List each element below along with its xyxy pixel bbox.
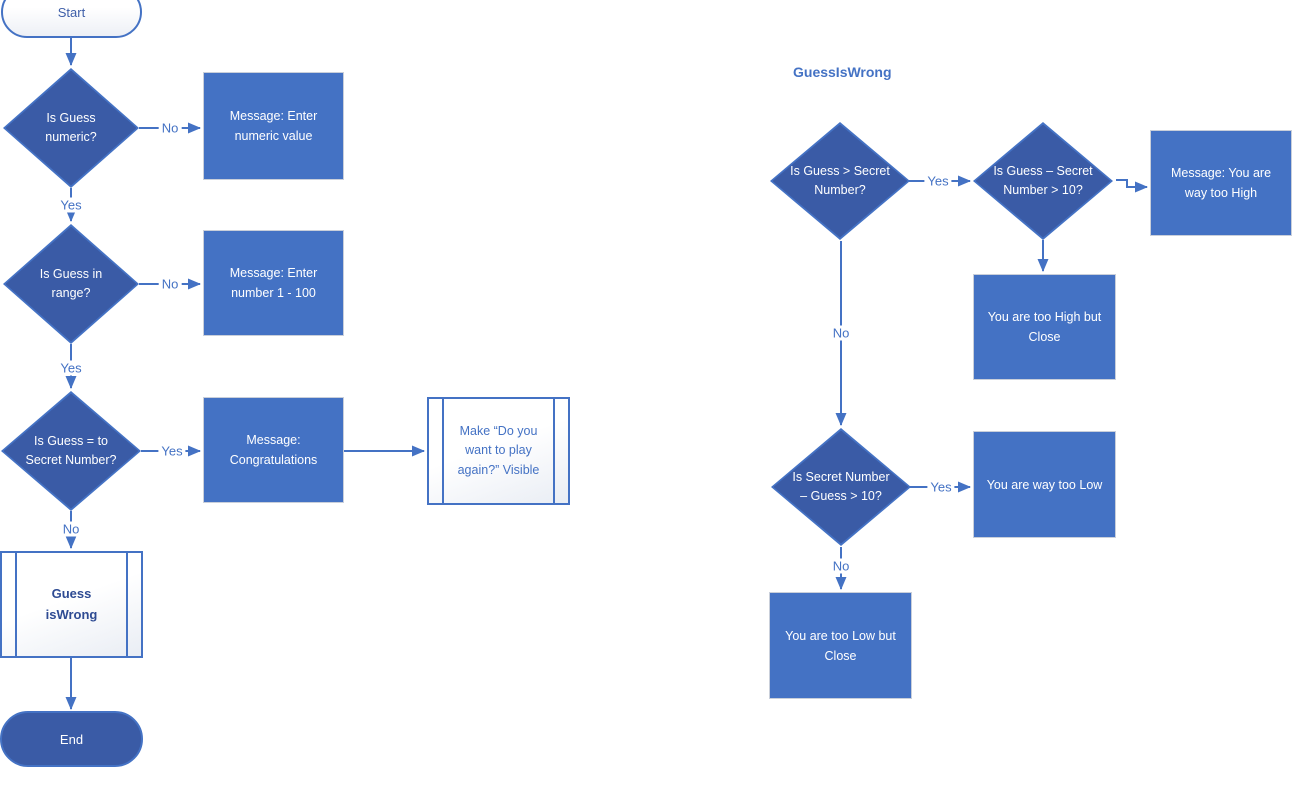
decision-is-guess-equal-secret: Is Guess = to Secret Number?: [1, 391, 141, 511]
process-msg-congratulations-label: Message: Congratulations: [229, 433, 318, 467]
terminator-start: Start: [1, 0, 142, 38]
edge-label-yes: Yes: [927, 479, 955, 495]
predefined-make-play-again-visible: Make “Do you want to play again?” Visibl…: [427, 397, 570, 505]
edge-label-no: No: [158, 276, 182, 292]
process-msg-way-too-high: Message: You are way too High: [1150, 130, 1292, 236]
predefined-call-guess-is-wrong-label: Guess isWrong: [45, 586, 98, 622]
decision-is-guess-in-range-label: Is Guess in range?: [39, 266, 103, 300]
subroutine-title: GuessIsWrong: [793, 64, 892, 80]
edge-label-no: No: [829, 325, 853, 341]
process-too-low-but-close-label: You are too Low but Close: [785, 628, 896, 663]
terminator-end: End: [0, 711, 143, 767]
terminator-end-label: End: [59, 731, 84, 747]
process-too-low-but-close: You are too Low but Close: [769, 592, 912, 699]
process-too-high-but-close: You are too High but Close: [973, 274, 1116, 380]
decision-is-guess-greater: Is Guess > Secret Number?: [770, 122, 910, 240]
decision-is-guess-greater-label: Is Guess > Secret Number?: [790, 163, 890, 197]
decision-is-guess-numeric-label: Is Guess numeric?: [45, 110, 97, 144]
edge-label-yes: Yes: [57, 197, 85, 213]
process-msg-enter-number-range-label: Message: Enter number 1 - 100: [229, 266, 318, 300]
edge-label-yes: Yes: [57, 360, 85, 376]
edge-label-yes: Yes: [924, 173, 952, 189]
predefined-call-guess-is-wrong: Guess isWrong: [0, 551, 143, 658]
decision-guess-minus-secret-gt10-label: Is Guess – Secret Number > 10?: [993, 163, 1093, 197]
edge-label-no: No: [59, 521, 83, 537]
decision-secret-minus-guess-gt10: Is Secret Number – Guess > 10?: [771, 428, 911, 546]
decision-is-guess-in-range: Is Guess in range?: [3, 224, 139, 344]
process-too-high-but-close-label: You are too High but Close: [987, 310, 1102, 344]
process-msg-way-too-high-label: Message: You are way too High: [1170, 166, 1272, 200]
decision-secret-minus-guess-gt10-label: Is Secret Number – Guess > 10?: [792, 469, 890, 503]
edge-label-no: No: [158, 120, 182, 136]
process-msg-enter-numeric-label: Message: Enter numeric value: [229, 109, 318, 143]
decision-is-guess-numeric: Is Guess numeric?: [3, 68, 139, 188]
edge-label-yes: Yes: [158, 443, 186, 459]
process-msg-congratulations: Message: Congratulations: [203, 397, 344, 503]
process-msg-enter-number-range: Message: Enter number 1 - 100: [203, 230, 344, 336]
process-way-too-low-label: You are way too Low: [986, 477, 1103, 492]
decision-guess-minus-secret-gt10: Is Guess – Secret Number > 10?: [973, 122, 1113, 240]
predefined-make-play-again-visible-label: Make “Do you want to play again?” Visibl…: [457, 423, 540, 477]
process-way-too-low: You are way too Low: [973, 431, 1116, 538]
edge-label-no: No: [829, 558, 853, 574]
process-msg-enter-numeric: Message: Enter numeric value: [203, 72, 344, 180]
terminator-start-label: Start: [57, 4, 86, 20]
decision-is-guess-equal-secret-label: Is Guess = to Secret Number?: [25, 433, 117, 467]
